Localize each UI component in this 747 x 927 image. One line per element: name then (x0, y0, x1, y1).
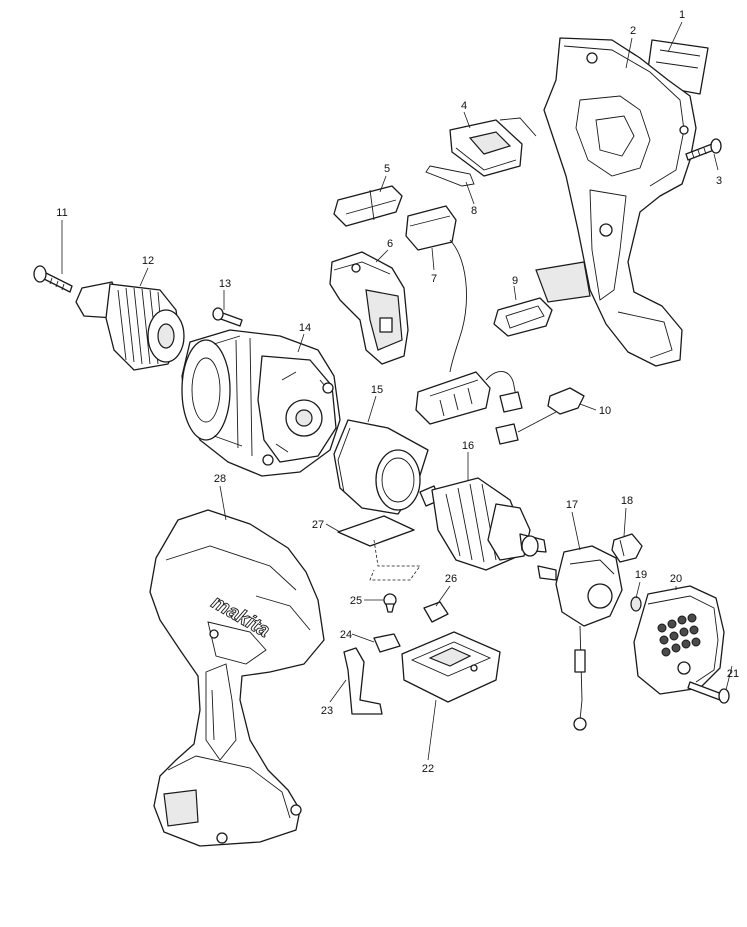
callout-22: 22 (422, 763, 434, 775)
callout-10: 10 (599, 405, 611, 417)
callout-15: 15 (371, 384, 383, 396)
callout-17: 17 (566, 499, 578, 511)
callout-6: 6 (387, 238, 393, 250)
callout-numbers: 1 2 3 4 5 6 7 8 9 10 11 12 13 14 15 16 1… (56, 9, 739, 775)
part-switch (329, 251, 409, 365)
callout-21: 21 (727, 668, 739, 680)
callout-5: 5 (384, 163, 390, 175)
part-housing-left: makita (149, 509, 325, 847)
callout-20: 20 (670, 573, 682, 585)
part-end-cover (633, 585, 725, 695)
part-switch-cover (449, 117, 537, 177)
callout-23: 23 (321, 705, 333, 717)
part-chuck (75, 281, 185, 371)
part-gear-assembly (181, 329, 341, 477)
part-screw-25 (383, 593, 397, 613)
callout-19: 19 (635, 569, 647, 581)
end-cover-vents (657, 613, 701, 657)
callout-9: 9 (512, 275, 518, 287)
part-led-circuit (405, 205, 523, 425)
part-block-26 (423, 601, 449, 623)
part-armature (419, 477, 547, 571)
part-screw-13 (212, 307, 243, 327)
part-screw-11 (33, 265, 73, 293)
part-spacer-24 (373, 633, 401, 653)
part-motor-yoke (333, 419, 429, 515)
part-wire-spring (425, 165, 475, 187)
callout-16: 16 (462, 440, 474, 452)
part-screw-21 (687, 681, 730, 704)
callout-2: 2 (630, 25, 636, 37)
callout-7: 7 (431, 273, 437, 285)
callout-4: 4 (461, 100, 467, 112)
part-brush-cap (611, 533, 643, 563)
callout-11: 11 (56, 207, 67, 219)
part-clip (495, 387, 585, 445)
callout-14: 14 (299, 322, 311, 334)
part-terminal (343, 647, 383, 715)
callout-18: 18 (621, 495, 633, 507)
callout-8: 8 (471, 205, 477, 217)
callout-26: 26 (445, 573, 457, 585)
part-lens (493, 297, 553, 337)
part-insulation-sheet (337, 515, 421, 581)
callout-25: 25 (350, 595, 362, 607)
part-brush-holder (537, 545, 623, 731)
part-carbon-brush (630, 596, 642, 612)
leader-lines (61, 21, 733, 761)
callout-27: 27 (312, 519, 324, 531)
part-rubber-pad (333, 185, 403, 227)
callout-1: 1 (679, 9, 685, 21)
callout-12: 12 (142, 255, 154, 267)
callout-24: 24 (340, 629, 352, 641)
callout-3: 3 (716, 175, 722, 187)
part-screw-3 (685, 138, 722, 161)
part-holder-box (401, 631, 501, 703)
part-housing-right (535, 37, 697, 367)
callout-28: 28 (214, 473, 226, 485)
callout-13: 13 (219, 278, 231, 290)
